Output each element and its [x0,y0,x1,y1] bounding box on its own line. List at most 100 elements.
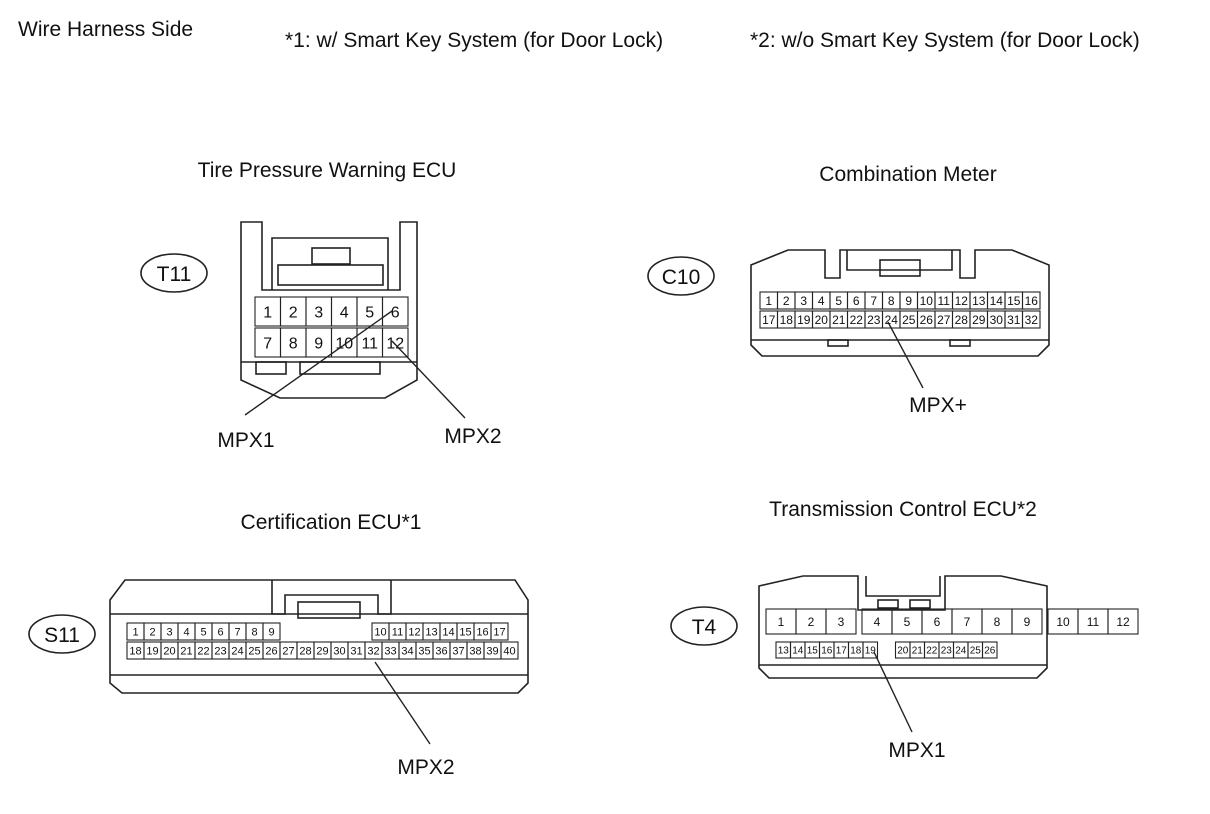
leader-line-mpx1-t11 [244,310,393,416]
pin-number: 24 [885,313,899,327]
pin-cell [490,622,509,641]
pin-number: 17 [762,313,776,327]
pin-cell [381,327,409,358]
pin-number: 35 [418,645,430,657]
connector-title-t4: Transmission Control ECU*2 [769,498,1037,521]
pin-number: 22 [850,313,864,327]
pin-number: 40 [503,645,515,657]
pin-number: 2 [289,304,298,321]
pin-number: 7 [234,626,240,638]
signal-label-mpx2-s11: MPX2 [397,756,454,779]
pin-number: 20 [163,645,175,657]
pin-cell [1021,291,1041,310]
pin-number: 21 [180,645,192,657]
pin-number: 11 [938,294,951,308]
pin-number: 9 [905,294,912,308]
pin-number: 27 [937,313,951,327]
pin-number: 20 [815,313,829,327]
pin-cell [825,608,857,635]
pin-number: 15 [459,626,471,638]
signal-label-mpx1-t4: MPX1 [888,739,945,762]
pin-number: 12 [1116,615,1130,629]
pin-number: 31 [1007,313,1021,327]
pin-number: 7 [964,615,971,629]
pin-cell [381,296,409,327]
pin-number: 22 [926,646,938,657]
pin-number: 1 [778,615,785,629]
pin-number: 13 [425,626,437,638]
pin-number: 18 [129,645,141,657]
leader-line-mpx2-t11 [391,340,466,419]
pin-number: 11 [361,335,378,352]
connector-housing-c10 [750,249,1050,357]
leader-line-mpx2-s11 [374,661,431,745]
pin-number: 18 [780,313,794,327]
pin-number: 5 [200,626,206,638]
pin-number: 1 [263,304,272,321]
pin-cell [981,641,998,659]
footnote-2: *2: w/o Smart Key System (for Door Lock) [750,29,1140,52]
pin-cell [1107,608,1139,635]
pin-number: 14 [792,646,804,657]
pin-number: 28 [955,313,969,327]
connector-code-badge-t11 [140,253,208,293]
pin-number: 17 [836,646,848,657]
pin-number: 2 [808,615,815,629]
pin-number: 12 [408,626,420,638]
pin-number: 28 [299,645,311,657]
pin-number: 4 [874,615,881,629]
pin-number: 25 [970,646,982,657]
pin-number: 23 [941,646,953,657]
pin-number: 37 [452,645,464,657]
pin-number: 6 [217,626,223,638]
connector-code-badge-s11 [28,614,96,654]
pin-number: 9 [314,335,323,352]
pin-number: 17 [493,626,505,638]
pin-number: 3 [314,304,323,321]
pin-number: 25 [902,313,916,327]
connector-code-c10: C10 [662,266,701,289]
pin-number: 24 [955,646,967,657]
pin-number: 14 [442,626,454,638]
pin-number: 25 [248,645,260,657]
pin-number: 5 [904,615,911,629]
pin-number: 11 [392,626,403,638]
pin-cell [262,622,281,641]
pin-number: 7 [263,335,272,352]
connector-housing-t4 [758,575,1048,679]
connector-code-badge-t4 [670,606,738,646]
pin-number: 12 [955,294,969,308]
pin-number: 5 [365,304,374,321]
pin-number: 7 [870,294,877,308]
leader-line-mpx1-t4 [873,651,913,733]
pin-number: 1 [765,294,772,308]
pin-number: 22 [197,645,209,657]
pin-number: 15 [807,646,819,657]
connector-title-c10: Combination Meter [819,163,996,186]
leader-line-mpxplus-c10 [887,321,924,389]
pin-number: 21 [832,313,846,327]
pin-number: 20 [897,646,909,657]
pin-number: 9 [1024,615,1031,629]
pin-number: 1 [132,626,138,638]
pin-number: 23 [214,645,226,657]
pin-number: 6 [853,294,860,308]
pin-number: 2 [783,294,790,308]
signal-label-mpxplus-c10: MPX+ [909,394,967,417]
pin-number: 34 [401,645,413,657]
pin-number: 19 [146,645,158,657]
signal-label-mpx1-t11: MPX1 [217,429,274,452]
connector-housing-t11 [240,221,418,399]
pin-number: 27 [282,645,294,657]
pin-number: 13 [972,294,986,308]
pin-number: 16 [821,646,833,657]
connector-code-s11: S11 [44,624,80,647]
pin-number: 8 [289,335,298,352]
pin-number: 14 [990,294,1004,308]
pin-number: 26 [984,646,996,657]
pin-number: 5 [835,294,842,308]
